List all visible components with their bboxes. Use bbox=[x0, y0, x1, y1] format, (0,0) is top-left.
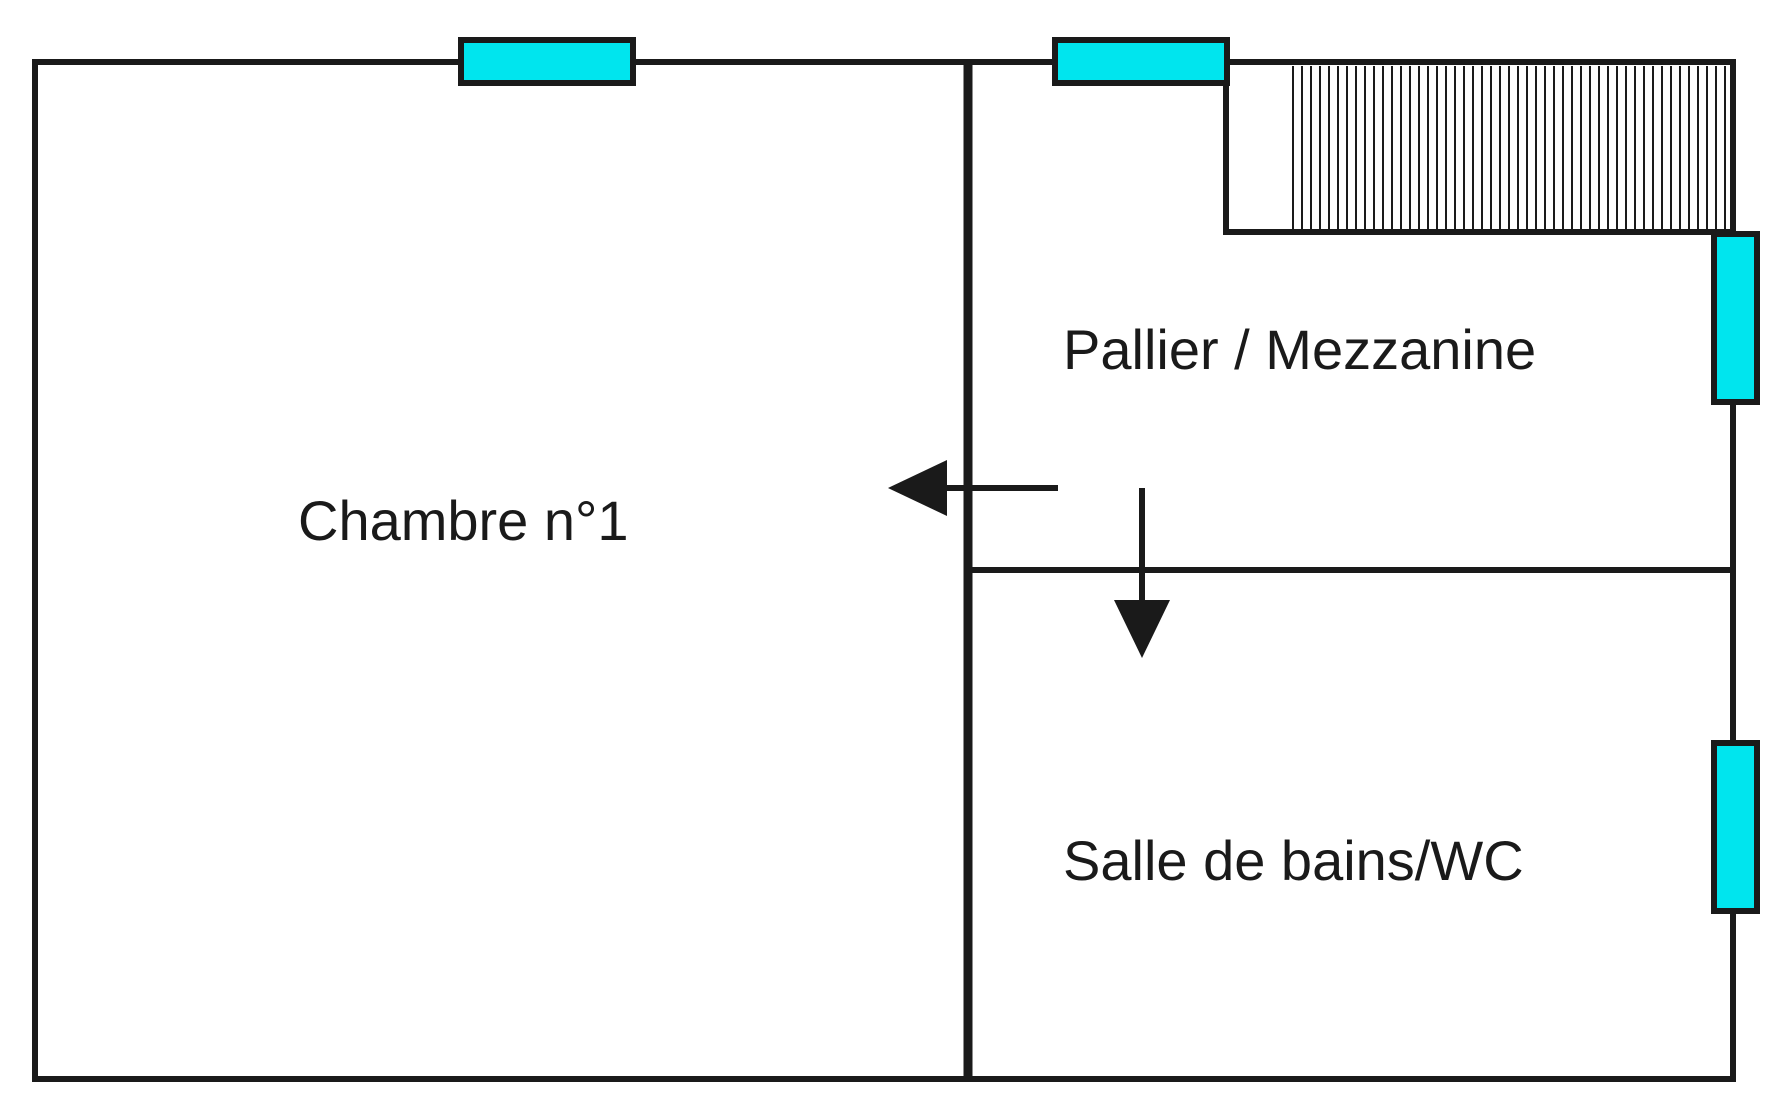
window-pallier-right bbox=[1711, 231, 1760, 405]
staircase bbox=[1223, 59, 1736, 235]
window-salle-de-bains-right bbox=[1711, 740, 1760, 914]
window-pallier-top bbox=[1052, 37, 1230, 86]
door-arrow-left-icon bbox=[888, 460, 1058, 516]
door-arrow-down-icon bbox=[1114, 488, 1170, 658]
window-chambre-top bbox=[458, 37, 636, 86]
room-label-salle-de-bains-wc: Salle de bains/WC bbox=[1063, 829, 1524, 892]
room-label-pallier-mezzanine: Pallier / Mezzanine bbox=[1063, 318, 1536, 381]
room-label-chambre-1: Chambre n°1 bbox=[298, 489, 629, 552]
